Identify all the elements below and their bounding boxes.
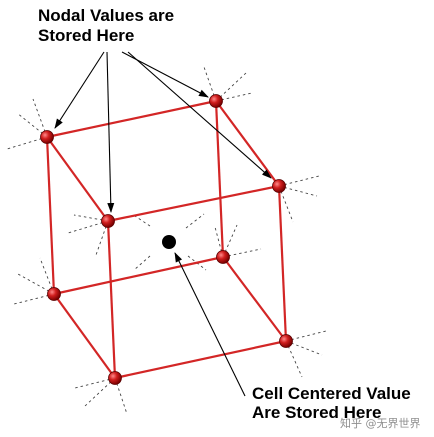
- edge-frontBL-backBL: [53, 293, 116, 379]
- node-backTR: [209, 94, 223, 108]
- node-frontBR: [279, 334, 293, 348]
- edge-backTR-backBR: [214, 100, 225, 258]
- edge-frontTR-frontTL: [107, 184, 280, 223]
- nodal-values-label-line-1: Nodal Values are: [38, 6, 174, 25]
- node-backTL: [40, 130, 54, 144]
- edge-frontTL-frontBL: [106, 220, 117, 379]
- watermark: 知乎 @无界世界: [340, 416, 421, 430]
- cell-centered-value-label-line-1: Cell Centered Value: [252, 384, 411, 403]
- cell-centered-value-label: Cell Centered Value Are Stored Here: [252, 384, 415, 422]
- edge-backTL-backBL: [45, 136, 56, 295]
- edge-backBR-frontBR: [222, 256, 287, 342]
- arrow-to-front-top-right-node: [127, 51, 272, 179]
- cell-nodes: [40, 94, 293, 385]
- node-backBL: [47, 287, 61, 301]
- edge-backBL-backBR: [53, 255, 224, 296]
- arrow-to-front-top-left-node: [106, 51, 115, 213]
- center-dashed-stub-2: [133, 255, 151, 271]
- node-frontBL: [108, 371, 122, 385]
- dashed-stub-backTL-0: [6, 136, 48, 150]
- arrow-to-back-top-left-node: [54, 51, 105, 129]
- nodal-values-label: Nodal Values are Stored Here: [38, 6, 179, 45]
- node-frontTL: [101, 214, 115, 228]
- arrow-to-cell-center: [174, 252, 246, 397]
- cell-center-point: [162, 235, 176, 249]
- node-backBR: [216, 250, 230, 264]
- edge-frontTR-frontBR: [277, 185, 288, 342]
- node-frontTR: [272, 179, 286, 193]
- dashed-stub-frontTL-0: [67, 220, 109, 234]
- edge-frontTL-backTL: [46, 136, 109, 222]
- cell-edges: [45, 99, 288, 380]
- cell-centered-value-label-line-2: Are Stored Here: [252, 403, 381, 422]
- pointer-arrows: [54, 51, 272, 397]
- nodal-values-label-line-2: Stored Here: [38, 26, 134, 45]
- center-dashed-stub-1: [185, 213, 205, 229]
- edge-frontBR-frontBL: [114, 339, 287, 380]
- edge-backTR-frontTR: [215, 100, 280, 187]
- edge-backTL-backTR: [46, 99, 217, 139]
